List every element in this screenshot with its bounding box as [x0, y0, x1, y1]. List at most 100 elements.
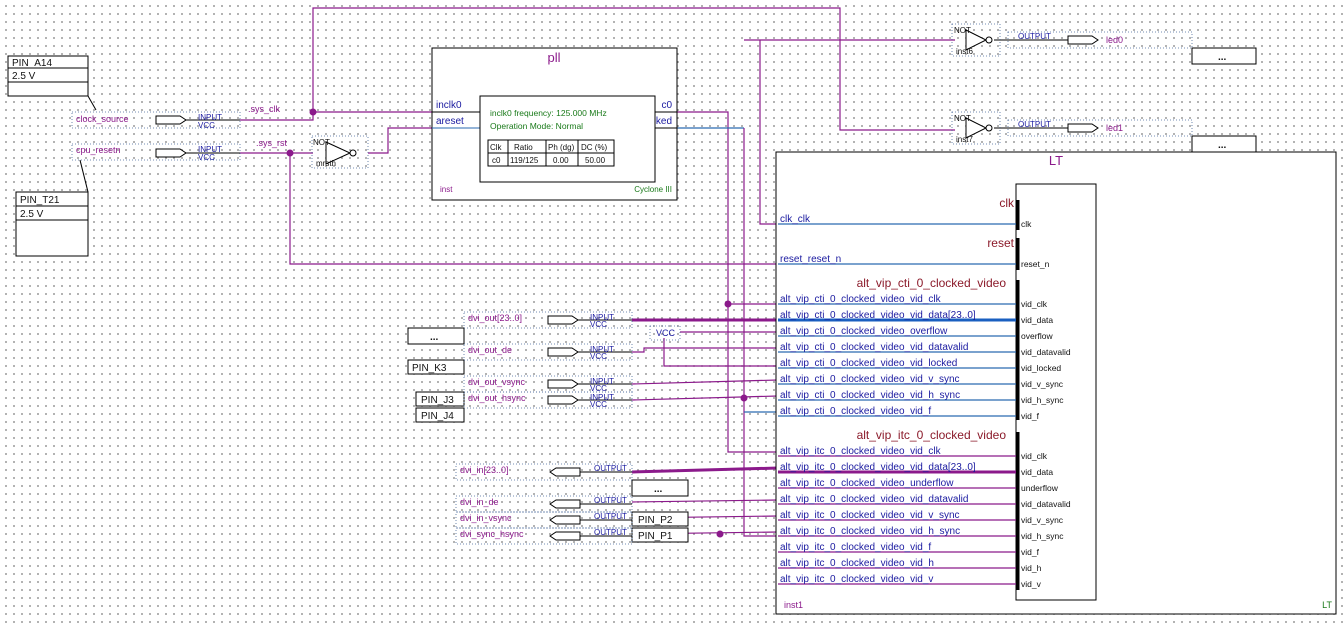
input-cpu-resetn[interactable]: cpu_resetn INPUT VCC [71, 143, 241, 162]
input-dvi-out-bus[interactable]: dvi_out[23..0] INPUT VCC [463, 311, 633, 329]
ellipsis-box-dvi-in[interactable]: ... [631, 479, 689, 497]
not-label: NOT [954, 114, 971, 123]
pin-j3-box[interactable]: PIN_J3 [415, 391, 465, 407]
lt-port-label: alt_vip_cti_0_clocked_video_vid_clk [780, 294, 942, 305]
lt-group-itc: alt_vip_itc_0_clocked_video [857, 428, 1007, 442]
ellipsis-box-led0[interactable]: ... [1191, 47, 1257, 65]
pll-title: pll [547, 50, 560, 65]
lt-port-signal: vid_datavalid [1021, 347, 1071, 357]
output-name: led1 [1106, 123, 1123, 133]
not-gate-mrsth[interactable]: NOT mrsth [311, 135, 369, 169]
input-type: INPUT [590, 345, 614, 354]
input-dvi-out-vsync[interactable]: dvi_out_vsync INPUT VCC [463, 375, 633, 393]
input-vcc: VCC [590, 400, 607, 409]
pll-port-locked: locked [643, 116, 672, 127]
lt-port-label: alt_vip_itc_0_clocked_video_vid_v_sync [780, 510, 960, 521]
junction-dot [309, 108, 317, 116]
lt-port-signal: vid_clk [1021, 299, 1048, 309]
output-dvi-sync-hsync[interactable]: dvi_sync_hsync OUTPUT [455, 527, 633, 545]
lt-port-label: alt_vip_cti_0_clocked_video_vid_locked [780, 358, 957, 369]
ellipsis-text: ... [1218, 52, 1227, 63]
lt-port-signal: vid_datavalid [1021, 499, 1071, 509]
input-type: INPUT [590, 393, 614, 402]
pll-table-cell: 50.00 [585, 156, 606, 165]
pll-inst: inst [440, 185, 453, 194]
not-label: NOT [954, 26, 971, 35]
lt-port-signal: vid_locked [1021, 363, 1061, 373]
lt-port-signal: vid_data [1021, 315, 1053, 325]
pin-t21-box[interactable]: PIN_T21 2.5 V [15, 191, 89, 257]
lt-port-label: alt_vip_itc_0_clocked_video_vid_datavali… [780, 494, 968, 505]
pll-port-c0: c0 [661, 100, 672, 111]
pin-p1-box[interactable]: PIN_P1 [631, 527, 689, 543]
input-type: INPUT [590, 377, 614, 386]
pll-block[interactable]: pll inclk0 areset c0 locked inclk0 frequ… [431, 47, 678, 201]
ellipsis-box-dvi-out[interactable]: ... [407, 327, 465, 345]
ellipsis-text: ... [654, 484, 663, 495]
pin-a14-box[interactable]: PIN_A14 2.5 V [7, 55, 89, 97]
output-led0[interactable]: OUTPUT led0 [994, 31, 1193, 49]
pin-j4-box[interactable]: PIN_J4 [415, 407, 465, 423]
wires [240, 7, 955, 537]
not-gate-inst7[interactable]: NOT inst7 [951, 111, 1001, 145]
pll-table: Clk Ratio Ph (dg) DC (%) c0 119/125 0.00… [487, 139, 615, 167]
output-dvi-in-bus[interactable]: dvi_in[23..0] OUTPUT [455, 463, 633, 481]
input-name: clock_source [76, 114, 129, 124]
input-vcc: VCC [590, 384, 607, 393]
gate-inst: inst7 [956, 135, 973, 144]
output-type: OUTPUT [594, 528, 627, 537]
lt-port-label: alt_vip_cti_0_clocked_video_vid_f [780, 406, 931, 417]
junction-dot [286, 149, 294, 157]
not-gate-inst6[interactable]: NOT inst6 [951, 23, 1001, 57]
ellipsis-text: ... [430, 332, 439, 343]
ellipsis-box-led1[interactable]: ... [1191, 135, 1257, 153]
lt-port-label: alt_vip_itc_0_clocked_video_vid_data[23.… [780, 462, 976, 473]
input-dvi-out-de[interactable]: dvi_out_de INPUT VCC [463, 343, 633, 361]
lt-port-label: alt_vip_itc_0_clocked_video_vid_h [780, 558, 934, 569]
pll-table-header: DC (%) [581, 143, 608, 152]
input-type: INPUT [198, 145, 222, 154]
pin-k3-name: PIN_K3 [412, 363, 447, 374]
pll-table-cell: 0.00 [553, 156, 569, 165]
output-type: OUTPUT [594, 496, 627, 505]
lt-block[interactable]: LT clk reset alt_vip_cti_0_clocked_video… [775, 151, 1337, 615]
input-vcc: VCC [198, 153, 215, 162]
output-name: dvi_in_vsync [460, 513, 512, 523]
output-dvi-in-de[interactable]: dvi_in_de OUTPUT [455, 495, 633, 513]
lt-port-signal: vid_f [1021, 411, 1040, 421]
input-type: INPUT [590, 313, 614, 322]
input-clock-source[interactable]: clock_source INPUT VCC [71, 111, 241, 130]
pin-p2-box[interactable]: PIN_P2 [631, 511, 689, 527]
pll-table-cell: c0 [492, 156, 501, 165]
junctions [286, 108, 748, 538]
pin-k3-box[interactable]: PIN_K3 [407, 359, 465, 375]
input-name: dvi_out_hsync [468, 393, 526, 403]
vcc-symbol: VCC [649, 325, 681, 341]
lt-port-label: clk_clk [780, 214, 811, 225]
vcc-label: VCC [656, 328, 676, 338]
lt-port-signal: vid_h_sync [1021, 395, 1064, 405]
input-name: cpu_resetn [76, 145, 121, 155]
lt-group-reset: reset [987, 236, 1014, 250]
output-type: OUTPUT [1018, 32, 1051, 41]
output-dvi-in-vsync[interactable]: dvi_in_vsync OUTPUT [455, 511, 633, 529]
pin-j4-name: PIN_J4 [421, 411, 454, 422]
lt-port-signal: vid_v [1021, 579, 1042, 589]
lt-port-label: alt_vip_cti_0_clocked_video_vid_data[23.… [780, 310, 976, 321]
input-vcc: VCC [590, 320, 607, 329]
lt-footer: LT [1322, 600, 1332, 610]
input-name: dvi_out[23..0] [468, 313, 522, 323]
pll-table-header: Clk [490, 143, 503, 152]
pin-t21-name: PIN_T21 [20, 195, 60, 206]
pll-table-header: Ph (dg) [548, 143, 575, 152]
lt-port-label: alt_vip_itc_0_clocked_video_vid_v [780, 574, 933, 585]
input-dvi-out-hsync[interactable]: dvi_out_hsync INPUT VCC [463, 391, 633, 409]
junction-dot [724, 300, 732, 308]
output-name: dvi_sync_hsync [460, 529, 524, 539]
pin-p1-name: PIN_P1 [638, 531, 673, 542]
output-type: OUTPUT [594, 464, 627, 473]
pin-t21-voltage: 2.5 V [20, 209, 44, 220]
output-led1[interactable]: OUTPUT led1 [994, 119, 1193, 137]
gate-inst: mrsth [316, 159, 336, 168]
